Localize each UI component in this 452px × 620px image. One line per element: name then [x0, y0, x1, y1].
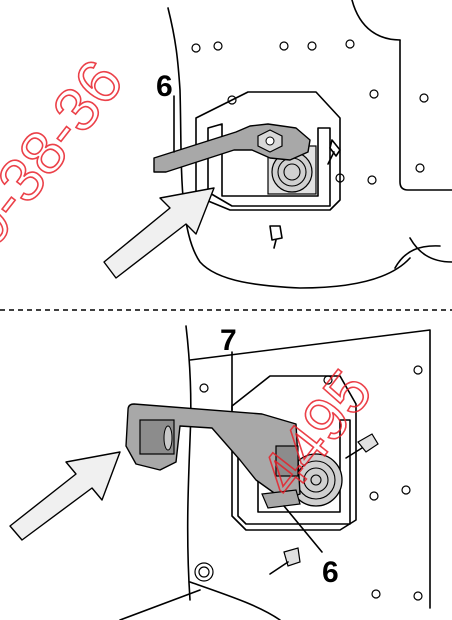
callout-7: 7 [220, 324, 237, 357]
lower-edge-top [409, 237, 452, 263]
direction-arrow-top [103, 187, 215, 279]
mounting-plate-bottom [231, 375, 357, 531]
bolt-right-top [327, 139, 341, 165]
lower-edge-2-top [394, 245, 441, 269]
lower-edge-2-bottom [119, 589, 201, 620]
tool-7 [125, 351, 301, 501]
tool-6-top [153, 95, 311, 173]
callout-6-bottom: 6 [322, 556, 339, 589]
watermark-text-top: 9-38-36 [0, 48, 137, 259]
top-panel: 6 [103, 0, 452, 289]
bolt-lower-bottom [269, 547, 301, 575]
housing-edge-top [351, 0, 401, 41]
bolt-right-bottom [345, 433, 379, 459]
rivet-holes-top [191, 39, 429, 185]
watermark: 9-38-36 4495 [0, 47, 387, 509]
callout-6-top: 6 [156, 70, 173, 103]
housing-outline-top [167, 7, 411, 289]
bolt-bottom-top [269, 225, 283, 249]
tool-6-bottom [261, 489, 323, 553]
rivet-holes-bottom [194, 365, 423, 601]
housing-top-edge-bottom [189, 329, 431, 609]
spring-bottom [289, 453, 343, 507]
cover-panel-top [399, 39, 452, 191]
opening-top [207, 123, 331, 207]
direction-arrow-bottom [9, 451, 121, 541]
leader-line-6-bottom [283, 505, 323, 553]
lower-edge-bottom [189, 581, 281, 620]
housing-outline-bottom [185, 325, 192, 601]
bottom-panel: 7 6 [9, 324, 431, 620]
